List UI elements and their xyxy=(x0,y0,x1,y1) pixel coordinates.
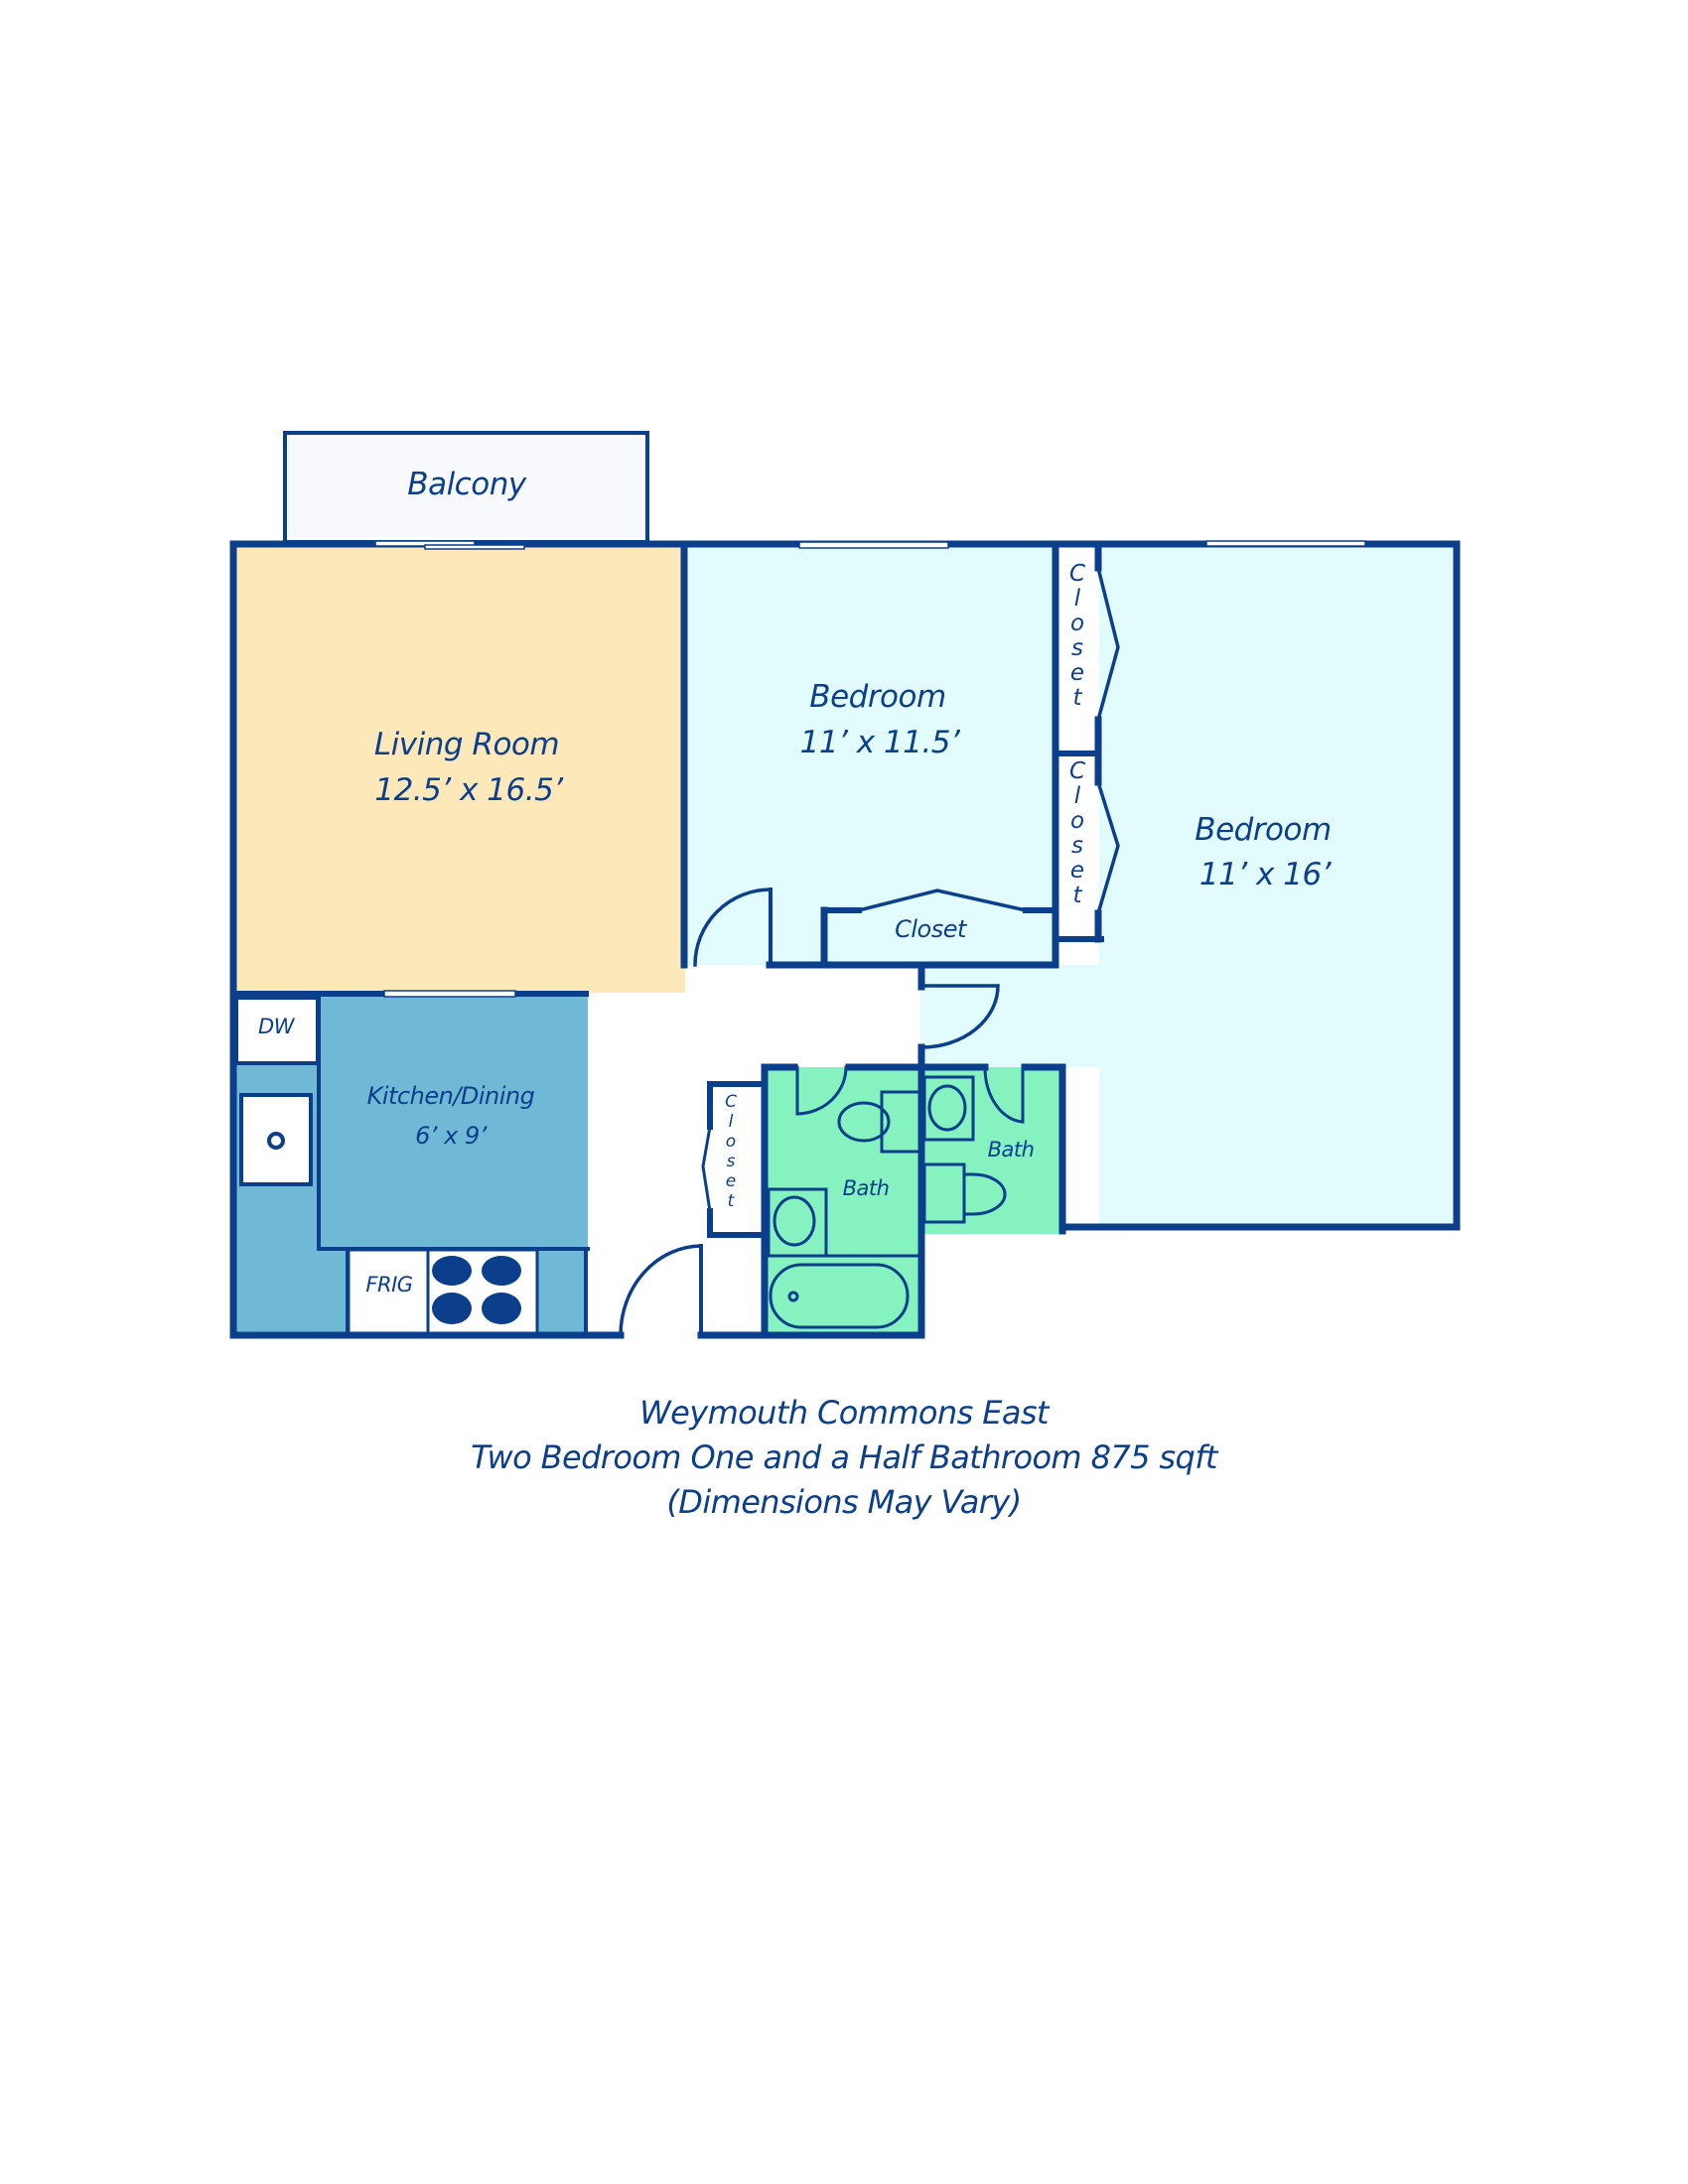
caption-property: Weymouth Commons East xyxy=(639,1394,1049,1432)
balcony-area xyxy=(286,433,646,538)
closet-hall-label: C l o s e t xyxy=(725,1092,737,1211)
bedroom-1-area xyxy=(685,546,1055,965)
bedroom-2-name: Bedroom xyxy=(1195,812,1332,848)
closet-bedroom-1-label: Closet xyxy=(895,915,966,943)
bathtub xyxy=(769,1263,910,1329)
bedroom-2-entry-area xyxy=(920,965,1099,1067)
closet-vertical-1-label: C l o s e t xyxy=(1068,561,1086,711)
living-room-area xyxy=(236,546,685,993)
window-bedroom-1 xyxy=(798,541,949,549)
closet-vertical-2-label: C l o s e t xyxy=(1068,758,1086,908)
bedroom-1-dimensions: 11’ x 11.5’ xyxy=(799,725,960,760)
balcony-label: Balcony xyxy=(407,467,526,502)
bedroom-1-name: Bedroom xyxy=(809,679,946,715)
dishwasher xyxy=(234,996,320,1065)
caption-unit-type: Two Bedroom One and a Half Bathroom 875 … xyxy=(471,1438,1217,1476)
window-living-2 xyxy=(424,544,525,550)
refrigerator-label: FRIG xyxy=(365,1273,413,1297)
bedroom-2-dimensions: 11’ x 16’ xyxy=(1198,857,1332,892)
closet-vertical-1-area xyxy=(1058,546,1098,750)
kitchen-name: Kitchen/Dining xyxy=(366,1082,535,1110)
window-kitchen xyxy=(383,990,516,998)
caption-disclaimer: (Dimensions May Vary) xyxy=(666,1483,1022,1521)
bath-half-label: Bath xyxy=(987,1138,1035,1161)
dishwasher-label: DW xyxy=(258,1015,294,1038)
closet-vertical-2-area xyxy=(1058,756,1098,930)
hall-closet-area xyxy=(710,1084,765,1235)
living-room-name: Living Room xyxy=(373,727,560,762)
kitchen-dimensions: 6’ x 9’ xyxy=(415,1122,487,1150)
bath-full-label: Bath xyxy=(842,1176,890,1200)
window-bedroom-2 xyxy=(1205,540,1366,547)
living-room-dimensions: 12.5’ x 16.5’ xyxy=(374,772,563,808)
bedroom-2-area xyxy=(1099,546,1455,1224)
sink-drain xyxy=(267,1132,285,1150)
